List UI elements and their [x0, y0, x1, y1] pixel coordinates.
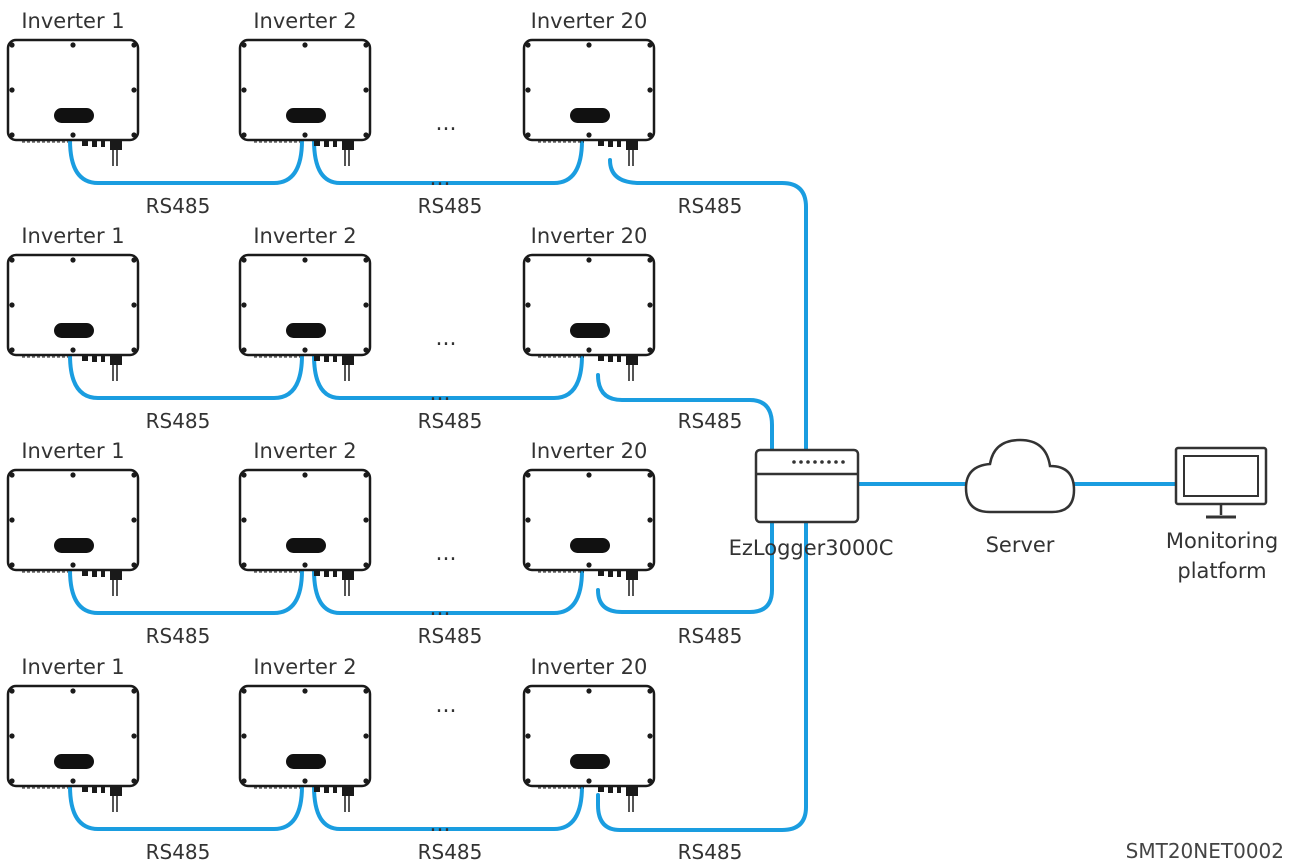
cable-ellipsis: ...	[430, 812, 451, 837]
inverter-unit: Inverter 1	[6, 224, 140, 381]
rs485-cable	[68, 138, 304, 185]
inverter-label: Inverter 1	[21, 224, 124, 248]
rs485-label: RS485	[146, 840, 211, 864]
rs485-label: RS485	[678, 409, 743, 433]
trunk-row-3	[596, 518, 774, 614]
inverter-row-4: Inverter 1 Inverter 2 Inverter 20...... RS4…	[6, 655, 743, 864]
inverter-row-1: Inverter 1 Inverter 2 Inverter 20...... RS4…	[6, 9, 743, 218]
trunk-row-1	[596, 158, 808, 832]
logger-label: EzLogger3000C	[729, 536, 894, 560]
inverter-gap-ellipsis: ...	[436, 541, 457, 566]
rs485-cable	[312, 353, 584, 400]
inverter-label: Inverter 20	[531, 439, 648, 463]
inverter-gap-ellipsis: ...	[436, 693, 457, 718]
inverter-unit: Inverter 20	[522, 9, 656, 166]
inverter-unit: Inverter 2	[238, 655, 372, 812]
inverter-icon	[6, 684, 140, 812]
inverter-unit: Inverter 2	[238, 439, 372, 596]
inverter-label: Inverter 2	[253, 439, 356, 463]
cable-ellipsis: ...	[430, 166, 451, 191]
rs485-label: RS485	[418, 624, 483, 648]
rs485-label: RS485	[146, 194, 211, 218]
rs485-label: RS485	[678, 624, 743, 648]
figure-id: SMT20NET0002	[1126, 839, 1284, 863]
rs485-cable	[68, 784, 304, 831]
cloud-icon	[964, 438, 1076, 514]
inverter-icon	[6, 253, 140, 381]
inverter-unit: Inverter 2	[238, 224, 372, 381]
inverter-icon	[522, 253, 656, 381]
inverter-label: Inverter 20	[531, 655, 648, 679]
inverter-label: Inverter 1	[21, 655, 124, 679]
rs485-cable	[312, 138, 584, 185]
inverter-label: Inverter 20	[531, 224, 648, 248]
cable-ellipsis: ...	[430, 596, 451, 621]
data-logger-icon	[754, 448, 860, 524]
inverter-label: Inverter 2	[253, 655, 356, 679]
inverter-icon	[6, 468, 140, 596]
inverter-icon	[238, 468, 372, 596]
rs485-cable	[312, 784, 584, 831]
inverter-icon	[522, 38, 656, 166]
inverter-icon	[238, 253, 372, 381]
rs485-trunk-cables	[596, 158, 1178, 832]
inverter-unit: Inverter 1	[6, 439, 140, 596]
platform-label-line2: platform	[1177, 559, 1266, 583]
rs485-label: RS485	[418, 409, 483, 433]
inverter-label: Inverter 20	[531, 9, 648, 33]
inverter-gap-ellipsis: ...	[436, 326, 457, 351]
inverter-label: Inverter 1	[21, 439, 124, 463]
inverter-unit: Inverter 20	[522, 224, 656, 381]
rs485-label: RS485	[146, 409, 211, 433]
inverter-icon	[522, 684, 656, 812]
inverter-label: Inverter 1	[21, 9, 124, 33]
inverter-rows: Inverter 1 Inverter 2 Inverter 20...... RS4…	[6, 9, 743, 864]
rs485-label: RS485	[146, 624, 211, 648]
rs485-cable	[68, 568, 304, 615]
inverter-unit: Inverter 2	[238, 9, 372, 166]
inverter-unit: Inverter 1	[6, 655, 140, 812]
inverter-icon	[522, 468, 656, 596]
inverter-icon	[6, 38, 140, 166]
server-label: Server	[986, 533, 1055, 557]
inverter-gap-ellipsis: ...	[436, 111, 457, 136]
inverter-icon	[238, 684, 372, 812]
inverter-row-2: Inverter 1 Inverter 2 Inverter 20...... RS4…	[6, 224, 743, 433]
rs485-label: RS485	[678, 840, 743, 864]
inverter-unit: Inverter 20	[522, 655, 656, 812]
trunk-row-2	[596, 373, 774, 452]
rs485-cable	[68, 353, 304, 400]
monitor-icon	[1174, 446, 1268, 519]
inverter-unit: Inverter 1	[6, 9, 140, 166]
inverter-row-3: Inverter 1 Inverter 2 Inverter 20...... RS4…	[6, 439, 743, 648]
rs485-label: RS485	[418, 194, 483, 218]
inverter-label: Inverter 2	[253, 9, 356, 33]
inverter-label: Inverter 2	[253, 224, 356, 248]
cable-ellipsis: ...	[430, 381, 451, 406]
rs485-cable	[312, 568, 584, 615]
inverter-icon	[238, 38, 372, 166]
inverter-unit: Inverter 20	[522, 439, 656, 596]
rs485-label: RS485	[418, 840, 483, 864]
rs485-label: RS485	[678, 194, 743, 218]
platform-label-line1: Monitoring	[1166, 529, 1278, 553]
